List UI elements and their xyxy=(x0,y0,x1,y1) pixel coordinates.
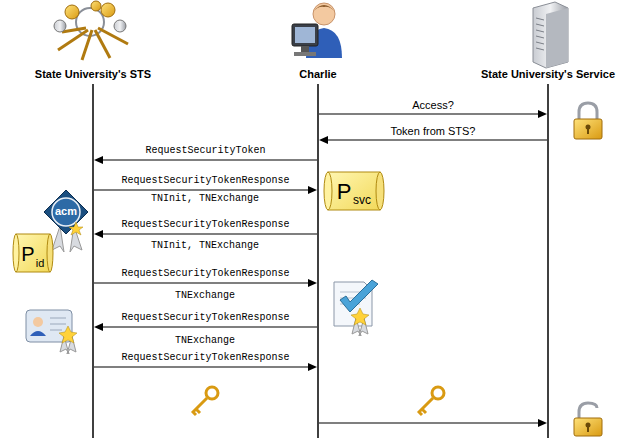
token-key xyxy=(192,387,218,415)
message-line xyxy=(102,326,317,327)
server-tower xyxy=(533,2,568,68)
message-label: RequestSecurityTokenResponse xyxy=(121,268,289,280)
icon-text: id xyxy=(36,257,45,269)
icon-text: P xyxy=(21,243,34,265)
message-label: RequestSecurityTokenResponse xyxy=(121,312,289,324)
arrow-head xyxy=(538,110,547,118)
key-bunch xyxy=(54,1,128,60)
message-arrow xyxy=(319,419,547,427)
message-arrow xyxy=(94,186,317,194)
arrow-head xyxy=(94,230,103,238)
participant-name: State University's Service xyxy=(481,68,615,80)
message-line xyxy=(94,189,309,190)
message-label: Access? xyxy=(412,99,454,111)
arrow-head xyxy=(308,363,317,371)
arrow-head xyxy=(94,156,103,164)
token-key xyxy=(418,387,444,415)
icon-text: P xyxy=(337,180,352,204)
message-line xyxy=(319,422,539,423)
message-line xyxy=(319,113,539,114)
arrow-head xyxy=(308,279,317,287)
participant-name: Charlie xyxy=(299,68,336,80)
lifeline xyxy=(317,84,319,438)
message-sublabel: TNInit, TNExchange xyxy=(151,240,259,252)
message-line xyxy=(102,159,317,160)
arrow-head xyxy=(319,136,328,144)
arrow-head xyxy=(308,186,317,194)
arrow-head xyxy=(538,419,547,427)
certificate-check xyxy=(334,280,378,336)
lifeline xyxy=(92,84,94,438)
user-figure xyxy=(292,3,342,58)
message-sublabel: TNExchange xyxy=(175,335,235,347)
message-line xyxy=(102,233,317,234)
message-line xyxy=(94,366,309,367)
message-arrow xyxy=(94,363,317,371)
participant-header: Charlie xyxy=(297,67,338,81)
icon-text: acm xyxy=(55,205,77,217)
message-label: RequestSecurityTokenResponse xyxy=(121,219,289,231)
message-line xyxy=(94,282,309,283)
message-label: RequestSecurityToken xyxy=(145,145,265,157)
arrow-head xyxy=(94,323,103,331)
icon-text: svc xyxy=(353,194,371,207)
message-sublabel: TNInit, TNExchange xyxy=(151,193,259,205)
open-padlock xyxy=(574,403,602,436)
message-arrow xyxy=(94,323,317,331)
message-arrow xyxy=(319,110,547,118)
message-arrow xyxy=(319,136,547,144)
lifeline xyxy=(547,84,549,438)
message-label: Token from STS? xyxy=(391,125,476,137)
message-arrow xyxy=(94,279,317,287)
message-sublabel: TNExchange xyxy=(175,290,235,302)
participant-name: State University's STS xyxy=(35,68,151,80)
id-card xyxy=(26,310,77,354)
message-arrow xyxy=(94,156,317,164)
message-label: RequestSecurityTokenResponse xyxy=(121,175,289,187)
participant-header: State University's Service xyxy=(479,67,617,81)
closed-padlock xyxy=(574,103,602,139)
policy-scroll xyxy=(13,234,53,272)
participant-header: State University's STS xyxy=(33,67,153,81)
policy-scroll xyxy=(324,172,384,210)
message-label: RequestSecurityTokenResponse xyxy=(121,352,289,364)
message-line xyxy=(327,139,547,140)
message-arrow xyxy=(94,230,317,238)
